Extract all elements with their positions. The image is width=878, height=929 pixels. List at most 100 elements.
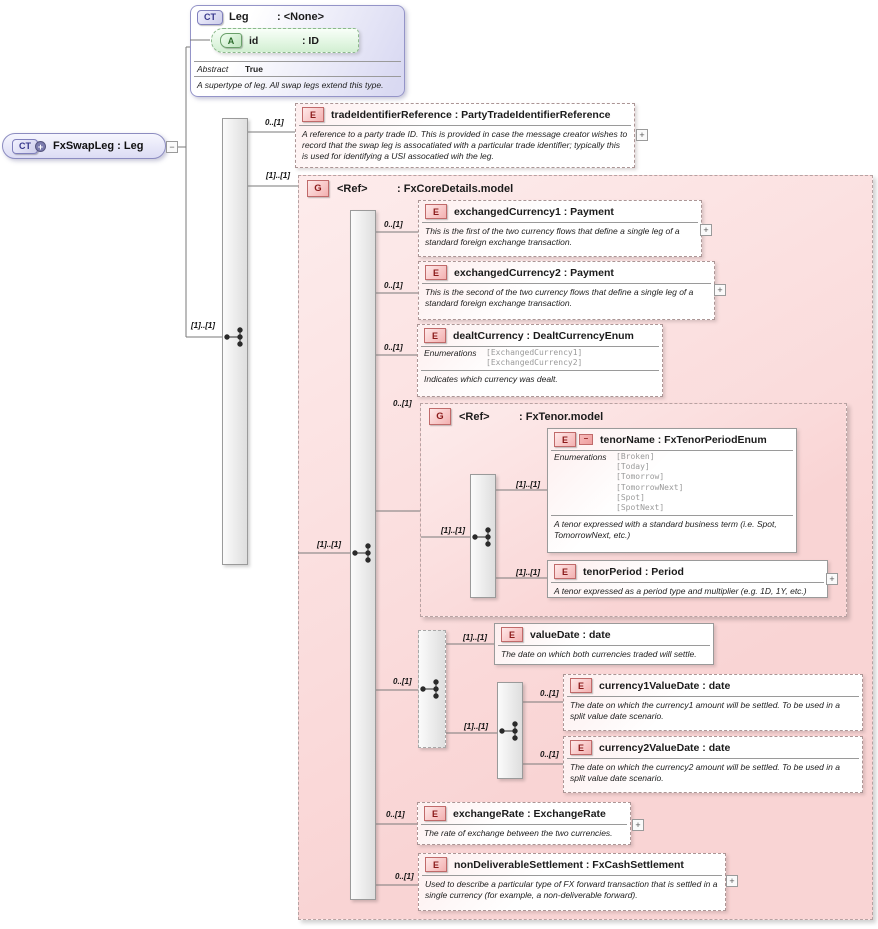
complex-type-plus-icon: CT + (12, 138, 46, 154)
element-title: valueDate : date (530, 628, 611, 641)
root-type-pill[interactable]: CT + FxSwapLeg : Leg (2, 133, 166, 159)
element-title: currency2ValueDate : date (599, 741, 731, 754)
element-tenorName-box[interactable]: E – tenorName : FxTenorPeriodEnum Enumer… (547, 428, 797, 553)
element-dealtCurrency-box[interactable]: E dealtCurrency : DealtCurrencyEnum Enum… (417, 324, 663, 397)
group-type: : FxCoreDetails.model (397, 182, 514, 195)
group-type: : FxTenor.model (519, 410, 604, 423)
element-title: dealtCurrency : DealtCurrencyEnum (453, 329, 634, 342)
enumeration-value: [Broken] (616, 452, 655, 461)
cardinality-label: [1]..[1] (516, 480, 540, 489)
enumeration-value: [Spot] (616, 492, 645, 502)
cardinality-label: 0..[1] (384, 343, 403, 352)
element-tradeIdentifierReference-box[interactable]: E tradeIdentifierReference : PartyTradeI… (295, 103, 635, 168)
complex-type-leg-box[interactable]: CT Leg : <None> A id : ID Abstract True … (190, 5, 405, 97)
element-nonDeliverableSettlement-box[interactable]: E nonDeliverableSettlement : FxCashSettl… (418, 853, 726, 911)
enumeration-value: [TomorrowNext] (616, 482, 684, 492)
cardinality-label: 0..[1] (540, 689, 559, 698)
element-exchangedCurrency2-box[interactable]: E exchangedCurrency2 : Payment This is t… (418, 261, 715, 320)
abstract-value: True (245, 64, 263, 74)
cardinality-label: [1]..[1] (191, 321, 215, 330)
element-icon: E (570, 678, 592, 693)
expand-button-tenorPeriod[interactable]: + (826, 573, 838, 585)
element-title: exchangedCurrency2 : Payment (454, 266, 614, 279)
element-icon: E (570, 740, 592, 755)
element-title: exchangeRate : ExchangeRate (453, 807, 606, 820)
type-name: Leg (229, 11, 249, 23)
element-description: The date on which the currency2 amount w… (570, 762, 840, 784)
element-icon: E (425, 857, 447, 872)
element-icon: E (424, 328, 446, 343)
element-title: exchangedCurrency1 : Payment (454, 205, 614, 218)
element-description: The rate of exchange between the two cur… (424, 828, 613, 838)
element-title: nonDeliverableSettlement : FxCashSettlem… (454, 858, 684, 871)
cardinality-label: 0..[1] (384, 281, 403, 290)
attribute-icon: A (220, 33, 242, 48)
element-title: tenorName : FxTenorPeriodEnum (600, 433, 767, 446)
enumerations-label: Enumerations (554, 452, 607, 462)
cardinality-label: 0..[1] (386, 810, 405, 819)
abstract-label: Abstract (197, 64, 229, 74)
element-icon: E (501, 627, 523, 642)
element-description: The date on which both currencies traded… (501, 649, 697, 659)
expand-button-exchangedCurrency2[interactable]: + (714, 284, 726, 296)
element-title: currency1ValueDate : date (599, 679, 731, 692)
attribute-type: : ID (302, 34, 319, 47)
element-description: Used to describe a particular type of FX… (425, 879, 718, 901)
expand-button-exchangeRate[interactable]: + (632, 819, 644, 831)
sequence-bar-valuedates-optional (418, 630, 446, 748)
cardinality-label: [1]..[1] (463, 633, 487, 642)
cardinality-label: 0..[1] (395, 872, 414, 881)
element-title: tradeIdentifierReference : PartyTradeIde… (331, 108, 611, 121)
element-description: A reference to a party trade ID. This is… (302, 129, 628, 162)
enumerations-label: Enumerations (424, 348, 477, 358)
element-icon: E (424, 806, 446, 821)
type-description: A supertype of leg. All swap legs extend… (197, 80, 384, 90)
element-valueDate-box[interactable]: E valueDate : date The date on which bot… (494, 623, 714, 665)
element-icon: E (425, 204, 447, 219)
element-title: tenorPeriod : Period (583, 565, 684, 578)
group-name: <Ref> (459, 410, 490, 423)
collapse-button[interactable]: − (166, 141, 178, 153)
expand-button-exchangedCurrency1[interactable]: + (700, 224, 712, 236)
cardinality-label: 0..[1] (393, 399, 412, 408)
element-description: This is the second of the two currency f… (425, 287, 694, 309)
type-supertype: : <None> (277, 11, 325, 23)
element-currency2ValueDate-box[interactable]: E currency2ValueDate : date The date on … (563, 736, 863, 793)
attribute-name: id (249, 34, 259, 47)
sequence-bar-main (222, 118, 248, 565)
root-type-label: FxSwapLeg : Leg (53, 140, 144, 152)
enumeration-value: [Today] (616, 462, 650, 472)
group-name: <Ref> (337, 182, 368, 195)
cardinality-label: 0..[1] (384, 220, 403, 229)
complex-type-icon: CT (197, 9, 223, 25)
element-description: A tenor expressed with a standard busine… (554, 519, 777, 541)
cardinality-label: [1]..[1] (266, 171, 290, 180)
element-icon: E (554, 432, 576, 447)
enumeration-value: [ExchangedCurrency1] (486, 348, 583, 357)
element-icon: E (425, 265, 447, 280)
expand-button-nonDeliverableSettlement[interactable]: + (726, 875, 738, 887)
enumeration-value: [Tomorrow] (616, 472, 665, 482)
enum-marker-icon: – (579, 434, 593, 445)
element-tenorPeriod-box[interactable]: E tenorPeriod : Period A tenor expressed… (547, 560, 828, 598)
element-exchangedCurrency1-box[interactable]: E exchangedCurrency1 : Payment This is t… (418, 200, 702, 257)
element-description: The date on which the currency1 amount w… (570, 700, 840, 722)
element-icon: E (554, 564, 576, 579)
element-icon: E (302, 107, 324, 122)
element-description: This is the first of the two currency fl… (425, 226, 680, 248)
sequence-bar-coredetails (350, 210, 376, 900)
enumeration-value: [SpotNext] (616, 503, 665, 513)
group-icon: G (307, 180, 329, 197)
cardinality-label: [1]..[1] (317, 540, 341, 549)
sequence-bar-splitdates (497, 682, 523, 779)
element-currency1ValueDate-box[interactable]: E currency1ValueDate : date The date on … (563, 674, 863, 731)
expand-button-tradeIdentifierReference[interactable]: + (636, 129, 648, 141)
abstract-row: Abstract True (191, 62, 404, 76)
attribute-id-pill[interactable]: A id : ID (211, 28, 359, 53)
element-exchangeRate-box[interactable]: E exchangeRate : ExchangeRate The rate o… (417, 802, 631, 845)
cardinality-label: [1]..[1] (441, 526, 465, 535)
group-icon: G (429, 408, 451, 425)
cardinality-label: 0..[1] (265, 118, 284, 127)
element-description: A tenor expressed as a period type and m… (554, 586, 807, 596)
cardinality-label: [1]..[1] (516, 568, 540, 577)
